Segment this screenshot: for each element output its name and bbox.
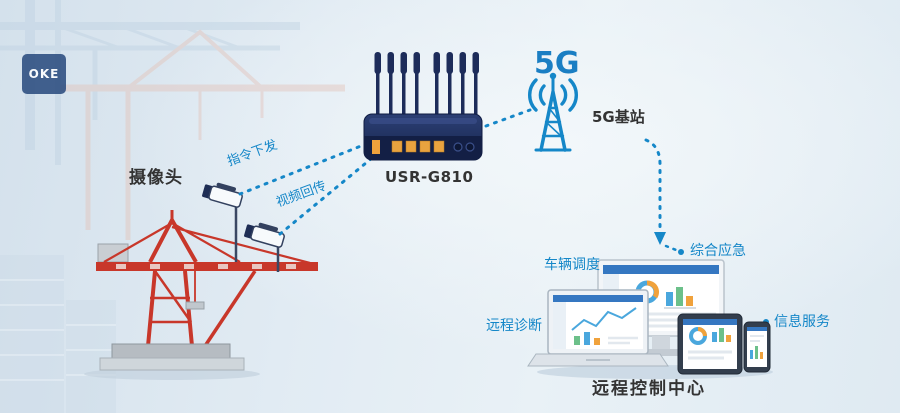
router-antennas (374, 52, 479, 118)
service-emergency-label: 综合应急 (690, 243, 746, 259)
line-router-tower (484, 108, 532, 128)
monitor-stand (652, 336, 670, 349)
container-stacks (0, 255, 116, 413)
5g-tower-icon (528, 72, 578, 152)
base-station-label: 5G基站 (592, 108, 645, 126)
laptop (527, 289, 669, 367)
oke-logo-text: OKE (28, 67, 60, 81)
router-power-port (372, 140, 380, 154)
service-vehicle-dispatch-label: 车辆调度 (544, 257, 600, 273)
crane-base-platform (111, 343, 231, 359)
router-model-label: USR-G810 (385, 168, 474, 186)
oke-logo: OKE (22, 54, 66, 94)
background-port-scene (0, 0, 345, 413)
harbor-crane (84, 210, 318, 380)
camera-label: 摄像头 (129, 168, 183, 188)
control-center-title: 远程控制中心 (592, 379, 706, 399)
crane-machinery-house (97, 243, 129, 263)
router-device-icon (363, 52, 483, 161)
router-ethernet-ports (391, 140, 445, 153)
5g-label: 5G (534, 46, 580, 81)
camera-icon (202, 182, 243, 208)
line-video (278, 156, 374, 236)
service-info-service-label: 信息服务 (774, 314, 830, 330)
service-remote-diagnosis-label: 远程诊断 (486, 318, 542, 334)
phone (743, 321, 771, 373)
arrow-down-icon (654, 232, 666, 245)
camera-icon (244, 222, 285, 248)
control-center-devices (527, 259, 773, 379)
line-tower-center (644, 138, 662, 236)
crane-spreader (185, 301, 205, 310)
cctv-cameras (202, 182, 285, 272)
tablet (677, 313, 743, 375)
